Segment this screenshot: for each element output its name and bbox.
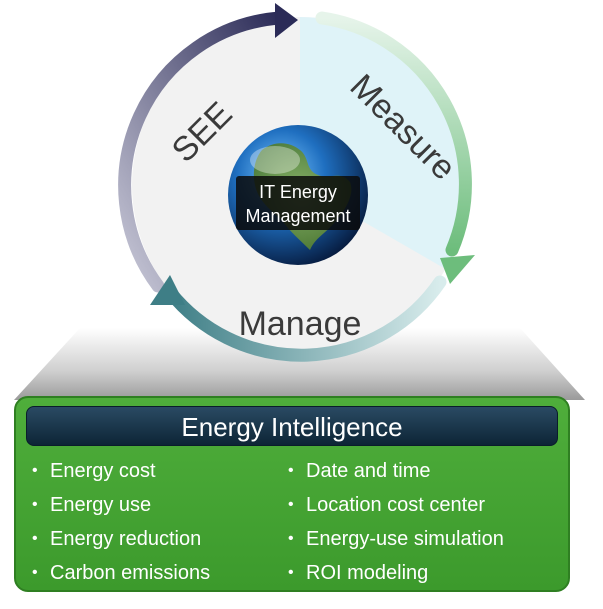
left-bullet-list: •Energy cost •Energy use •Energy reducti… [32, 454, 210, 590]
see-arrow [118, 11, 287, 293]
list-item: •Location cost center [288, 494, 485, 516]
panel-title: Energy Intelligence [26, 406, 558, 446]
see-arrowhead [275, 3, 298, 38]
center-label-line2: Management [245, 206, 350, 226]
manage-label: Manage [239, 305, 362, 343]
measure-arrow [315, 11, 472, 257]
list-item: •Carbon emissions [32, 562, 211, 584]
list-item: •Date and time [288, 460, 431, 482]
manage-arrowhead [150, 275, 185, 305]
list-item: •ROI modeling [288, 562, 429, 584]
measure-arrowhead [440, 255, 475, 284]
center-label-line1: IT Energy [259, 182, 337, 202]
right-bullet-list: •Date and time •Location cost center •En… [288, 454, 504, 590]
list-item: •Energy cost [32, 460, 156, 482]
globe-shine [250, 146, 300, 174]
list-item: •Energy-use simulation [288, 528, 504, 550]
center-label-box [236, 176, 360, 230]
manage-arrow [163, 275, 447, 362]
energy-intelligence-panel: Energy Intelligence •Energy cost •Energy… [14, 396, 570, 592]
list-item: •Energy reduction [32, 528, 202, 550]
projection-trapezoid [14, 328, 585, 400]
list-item: •Energy use [32, 494, 152, 516]
